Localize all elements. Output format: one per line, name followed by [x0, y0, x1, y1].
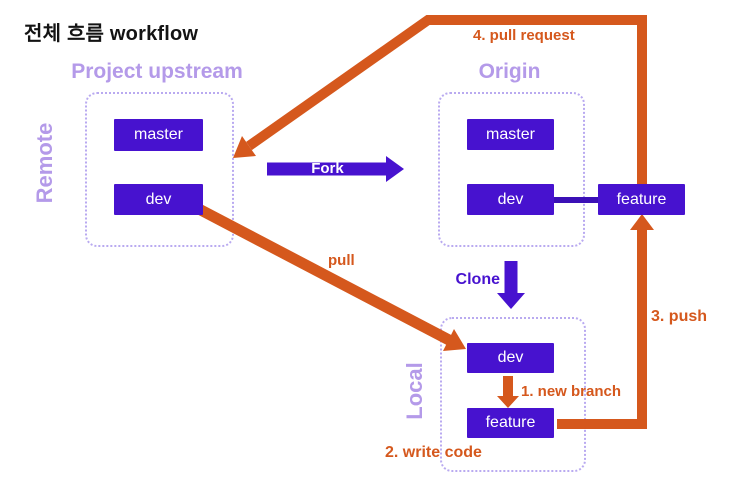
upstream-group-box: [85, 92, 234, 247]
upstream-master-branch-box: master: [114, 119, 203, 151]
upstream-group-title: Project upstream: [71, 60, 243, 83]
pull-arrow-label: pull: [328, 252, 355, 269]
push-arrowhead-icon: [630, 214, 654, 230]
pull-request-arrow-line: [246, 15, 647, 186]
pull-arrow-line: [194, 203, 452, 345]
clone-arrow-label: Clone: [455, 271, 500, 288]
origin-master-branch-box: master: [467, 119, 554, 150]
local-feature-branch-box: feature: [467, 408, 554, 438]
upstream-dev-branch-box: dev: [114, 184, 203, 215]
local-group-box: [440, 317, 586, 472]
origin-dev-branch-box: dev: [467, 184, 554, 215]
pull-request-arrowhead-icon: [233, 136, 256, 158]
origin-feature-branch-box: feature: [598, 184, 685, 215]
fork-arrow-label: Fork: [311, 160, 344, 177]
origin-group-box: [438, 92, 585, 247]
fork-arrowhead-icon: [386, 156, 404, 182]
write-code-step-label: 2. write code: [385, 444, 482, 461]
pull-request-arrow-label: 4. pull request: [473, 27, 575, 44]
clone-arrowhead-icon: [497, 293, 525, 309]
new-branch-arrow-label: 1. new branch: [521, 383, 622, 400]
new-branch-arrowhead-icon: [497, 396, 519, 408]
origin-group-title: Origin: [478, 60, 541, 83]
local-dev-branch-box: dev: [467, 343, 554, 373]
push-arrow-line: [557, 229, 647, 429]
diagram-title: 전체 흐름 workflow: [24, 23, 199, 45]
pull-arrowhead-icon: [443, 329, 466, 351]
push-arrow-label: 3. push: [651, 308, 708, 325]
